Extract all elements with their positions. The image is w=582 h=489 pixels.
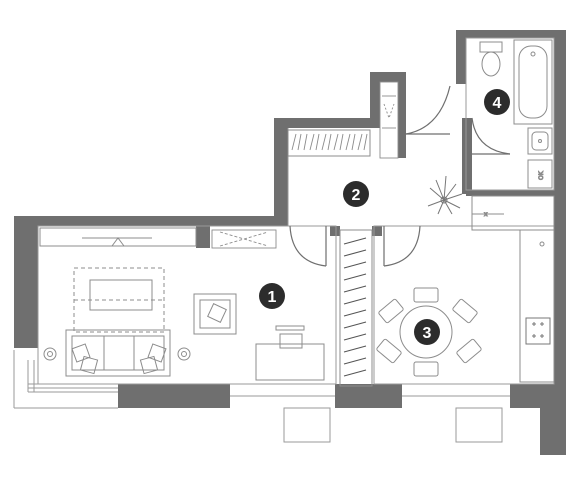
armchair bbox=[193, 293, 237, 335]
wall-niche-left bbox=[370, 72, 380, 128]
room-badge-2: 2 bbox=[343, 181, 369, 207]
room-number-3: 3 bbox=[423, 325, 432, 342]
sofa bbox=[65, 329, 171, 377]
dining-table bbox=[376, 287, 482, 377]
floor-lamps bbox=[43, 347, 191, 361]
wall-bath-inner-left bbox=[462, 118, 472, 194]
wall-hall-top bbox=[274, 118, 378, 128]
wardrobe-hall bbox=[287, 129, 371, 157]
wall-bottom-2 bbox=[335, 384, 402, 408]
oven-label: OK bbox=[538, 170, 545, 180]
toilet-icon bbox=[479, 41, 503, 77]
niche-cabinet bbox=[379, 81, 399, 159]
sink-icon bbox=[527, 127, 553, 155]
wall-hall-left bbox=[274, 118, 288, 226]
rug-and-table bbox=[73, 267, 165, 333]
wardrobe-partition bbox=[339, 229, 373, 387]
interior-outlines bbox=[37, 37, 555, 385]
wall-bottom-1 bbox=[118, 384, 230, 408]
plant-icon bbox=[427, 175, 463, 215]
wall-niche-right bbox=[398, 72, 406, 158]
room-number-1: 1 bbox=[268, 289, 277, 306]
doors bbox=[289, 85, 511, 267]
door-bathroom bbox=[405, 85, 451, 135]
wall-left bbox=[14, 216, 38, 348]
room-number-2: 2 bbox=[352, 187, 361, 204]
wall-pier bbox=[196, 226, 210, 248]
svg-text:x: x bbox=[484, 211, 488, 218]
door-kitchen bbox=[383, 225, 421, 267]
tv-unit bbox=[39, 227, 197, 247]
living-cabinet bbox=[211, 229, 277, 249]
hob-icon bbox=[525, 317, 551, 345]
wall-bath-top bbox=[456, 30, 566, 38]
exterior-lines bbox=[13, 350, 510, 443]
desk bbox=[255, 325, 325, 381]
door-living bbox=[289, 225, 327, 267]
room-number-4: 4 bbox=[493, 95, 502, 112]
bathtub-icon bbox=[513, 39, 553, 125]
wall-bath-bottom bbox=[466, 190, 556, 196]
kitchen-counter: x bbox=[471, 195, 555, 383]
washing-machine: OK bbox=[527, 159, 553, 189]
wall-partition-b bbox=[330, 226, 340, 236]
room-badge-1: 1 bbox=[259, 283, 285, 309]
wall-partition bbox=[372, 226, 382, 236]
wall-bottom-3 bbox=[510, 384, 554, 408]
wall-top-living bbox=[14, 216, 288, 226]
wall-niche-top bbox=[370, 72, 404, 82]
room-badge-3: 3 bbox=[414, 319, 440, 345]
door-bath-inner bbox=[471, 117, 511, 155]
wall-bath-left bbox=[456, 30, 466, 84]
wall-right bbox=[554, 30, 566, 455]
room-badge-4: 4 bbox=[484, 89, 510, 115]
walls bbox=[14, 30, 566, 455]
